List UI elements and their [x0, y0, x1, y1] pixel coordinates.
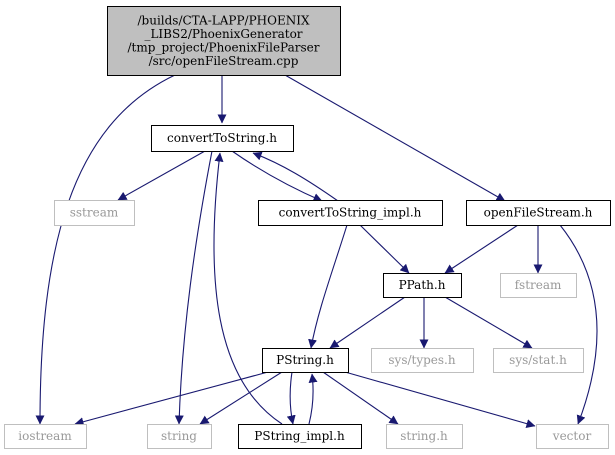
node-box [4, 424, 87, 449]
edge-convertToString-h-to-sstream [117, 150, 206, 201]
node-label: _LIBS2/PhoenixGenerator [144, 27, 302, 41]
node-label: PString.h [276, 353, 334, 367]
node-PString-impl-h[interactable]: PString_impl.h [238, 424, 362, 449]
node-label: PString_impl.h [254, 429, 345, 443]
node-string-h[interactable]: string.h [386, 424, 463, 449]
node-label: sstream [70, 206, 119, 220]
edge-PString-h-to-PString-impl-h [286, 371, 296, 425]
node-box [54, 200, 135, 226]
node-label: vector [552, 429, 592, 443]
node-box [500, 273, 577, 298]
node-PPath-h[interactable]: PPath.h [383, 273, 462, 298]
node-box [493, 348, 584, 373]
edges-layer [35, 74, 598, 428]
node-box [107, 6, 341, 76]
node-label: /tmp_project/PhoenixFileParser [128, 40, 320, 54]
node-label: /builds/CTA-LAPP/PHOENIX [137, 13, 309, 27]
node-label: sys/stat.h [509, 353, 567, 367]
node-vector[interactable]: vector [536, 424, 609, 449]
edge-PString-h-to-string [199, 371, 283, 425]
node-box [371, 348, 474, 373]
node-PString-h[interactable]: PString.h [262, 348, 349, 373]
node-box [151, 125, 294, 152]
node-label: string.h [400, 429, 448, 443]
node-label: convertToString_impl.h [279, 206, 422, 220]
node-label: sys/types.h [388, 353, 455, 367]
node-box [383, 273, 462, 298]
node-box [147, 424, 212, 449]
edge-convertToString-impl-h-to-PString-h [308, 224, 348, 349]
node-string[interactable]: string [147, 424, 212, 449]
node-label: string [161, 429, 197, 443]
edge-PString-impl-h-to-PString-h [308, 373, 318, 425]
node-fstream[interactable]: fstream [500, 273, 577, 298]
edge-PPath-h-to-PString-h [329, 296, 406, 349]
node-label: convertToString.h [167, 131, 277, 145]
edge-PString-h-to-string-h [322, 371, 399, 425]
edge-PPath-h-to-sys-stat-h [444, 296, 533, 349]
node-box [262, 348, 349, 373]
edge-openFileStream-h-to-vector [559, 224, 598, 425]
edge-convertToString-h-to-convertToString-impl-h [231, 150, 323, 202]
edge-openFileStream-h-to-PPath-h [444, 224, 519, 274]
node-label: openFileStream.h [484, 206, 593, 220]
edge-convertToString-impl-h-to-PPath-h [359, 224, 410, 274]
node-label: PPath.h [399, 278, 446, 292]
edge-PString-impl-h-to-convertToString-h [213, 152, 283, 425]
edge-PString-h-to-iostream [74, 371, 269, 427]
node-box [238, 424, 362, 449]
node-box [258, 200, 443, 226]
node-label: /src/openFileStream.cpp [149, 54, 299, 68]
edge-convertToString-impl-h-to-convertToString-h [252, 151, 339, 202]
node-iostream[interactable]: iostream [4, 424, 87, 449]
node-convertToString-h[interactable]: convertToString.h [151, 125, 294, 152]
node-openFileStream-h[interactable]: openFileStream.h [466, 200, 611, 226]
node-sstream[interactable]: sstream [54, 200, 135, 226]
edge-root-to-openFileStream-h [284, 74, 506, 202]
node-box [466, 200, 611, 226]
edge-PString-h-to-vector [344, 371, 536, 428]
nodes-layer: /builds/CTA-LAPP/PHOENIX_LIBS2/PhoenixGe… [4, 6, 611, 449]
node-box [386, 424, 463, 449]
node-sys-types-h[interactable]: sys/types.h [371, 348, 474, 373]
node-label: iostream [18, 429, 72, 443]
node-sys-stat-h[interactable]: sys/stat.h [493, 348, 584, 373]
edge-convertToString-h-to-string [174, 150, 213, 425]
node-label: fstream [515, 278, 562, 292]
node-convertToString-impl-h[interactable]: convertToString_impl.h [258, 200, 443, 226]
node-root-openFileStream-cpp[interactable]: /builds/CTA-LAPP/PHOENIX_LIBS2/PhoenixGe… [107, 6, 341, 76]
node-box [536, 424, 609, 449]
